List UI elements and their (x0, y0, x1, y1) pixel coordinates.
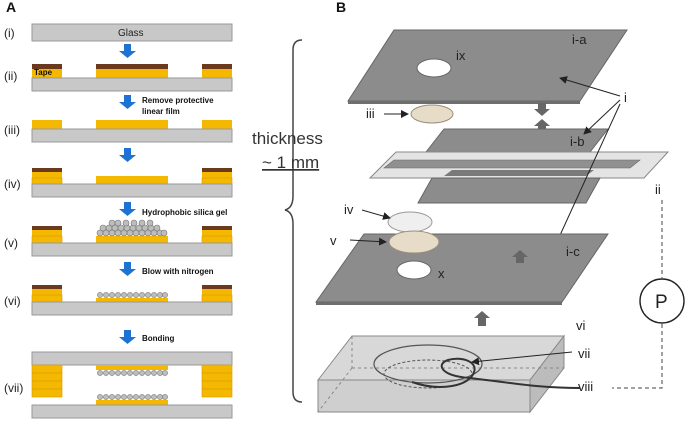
step-i-label: (i) (4, 26, 15, 40)
process-arrow (119, 262, 136, 276)
label-ix: ix (456, 48, 466, 63)
process-arrow (119, 44, 136, 58)
label-vii: vii (578, 346, 590, 361)
silica-particles-bottom (97, 394, 168, 400)
label-i-a: i-a (572, 32, 587, 47)
pointer-iv (361, 209, 391, 220)
label-vi: vi (576, 318, 586, 333)
label-i: i (624, 90, 627, 105)
label-ii: ii (655, 182, 661, 197)
step-vii-label: (vii) (4, 381, 23, 395)
pointer-i-b (583, 99, 621, 135)
label-v: v (330, 233, 337, 248)
pointer-v (349, 237, 387, 246)
panel-a-label: A (6, 0, 16, 15)
label-iv: iv (344, 202, 354, 217)
pointer-i-c (555, 103, 621, 245)
thickness-brace (284, 39, 303, 403)
process-arrow (119, 95, 136, 109)
stack-iv (31, 168, 233, 198)
silica-particles-top (97, 370, 168, 376)
pointer-i-a (559, 76, 621, 97)
plate-i-b-lower (417, 177, 601, 204)
hole-ix (416, 58, 452, 78)
thickness-label: thickness (252, 129, 323, 148)
glass-label: Glass (118, 28, 144, 39)
base-block-vi (316, 334, 566, 414)
step-vi-label: (vi) (4, 294, 21, 308)
pointer-vii (471, 351, 573, 366)
step-ii-label: (ii) (4, 69, 17, 83)
process-arrow (119, 202, 136, 216)
annotation-blow-nitrogen: Blow with nitrogen (142, 267, 214, 276)
electrode-strip-ii (368, 151, 670, 179)
label-x: x (438, 266, 445, 281)
pressure-source (639, 278, 685, 324)
membrane-iv (387, 211, 433, 233)
step-iii-label: (iii) (4, 123, 20, 137)
stack-vii (31, 351, 233, 419)
well-vii (373, 344, 483, 384)
membrane-iii (410, 104, 454, 124)
thickness-value: ~ 1 mm (262, 153, 319, 172)
step-iv-label: (iv) (4, 177, 21, 191)
stack-ii (31, 64, 233, 92)
label-i-c: i-c (566, 244, 580, 259)
process-arrow (119, 148, 136, 162)
label-iii: iii (366, 106, 375, 121)
well-bottom (383, 359, 473, 389)
stack-iii (31, 120, 233, 143)
stack-v (31, 226, 233, 257)
step-v-label: (v) (4, 236, 18, 250)
tubing-viii (411, 357, 581, 389)
process-arrow (119, 330, 136, 344)
hole-x (396, 260, 432, 280)
silica-particles-layer (97, 292, 168, 298)
stack-vi (31, 285, 233, 316)
panel-b-label: B (336, 0, 346, 15)
annotation-remove-film: Remove protective (142, 96, 214, 105)
annotation-linear-film: linear film (142, 107, 180, 116)
assembly-arrow-up-c (512, 250, 528, 263)
glass-substrate (31, 23, 233, 42)
assembly-arrow-up-base (474, 311, 490, 326)
label-p: P (655, 292, 668, 313)
label-i-b: i-b (570, 134, 584, 149)
plate-i-c (315, 233, 609, 305)
annotation-bonding: Bonding (142, 334, 175, 343)
label-viii: viii (578, 379, 593, 394)
silica-particles-pile (96, 219, 168, 237)
tape-label: Tape (34, 68, 53, 77)
plate-i-a (347, 29, 628, 104)
assembly-arrow-down (534, 103, 550, 116)
connection-p-tube (612, 324, 663, 389)
membrane-v (388, 230, 440, 254)
annotation-silica-gel: Hydrophobic silica gel (142, 208, 227, 217)
